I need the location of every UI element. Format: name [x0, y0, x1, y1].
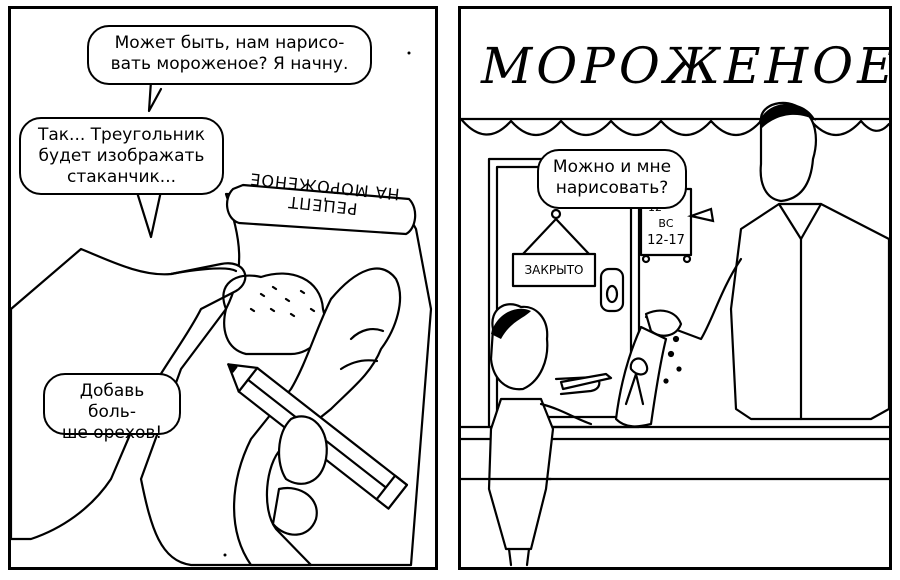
speech-bubble-right: Можно и мне нарисовать?	[537, 149, 687, 209]
store-sign: МОРОЖЕНОЕ	[481, 37, 892, 95]
man-figure	[644, 101, 889, 421]
speech-bubble-bottom: Добавь боль- ше орехов!	[43, 373, 181, 443]
closed-sign-text: ЗАКРЫТО	[524, 263, 584, 277]
boy-figure	[487, 303, 613, 567]
comic-panel-left: Может быть, нам нарисо- вать мороженое? …	[8, 6, 438, 570]
comic-panel-right: МОРОЖЕНОЕ Можно и мне нарисовать? ЗАКРЫТ…	[458, 6, 892, 570]
panel-left-illustration	[11, 51, 433, 567]
hours-value: 12-17	[647, 233, 685, 248]
ice-cream-drawing	[222, 272, 326, 356]
speech-bubble-top: Может быть, нам нарисо- вать мороженое? …	[87, 25, 372, 85]
ice-cream-drawing-held	[614, 325, 668, 428]
hours-day: ВС	[658, 217, 674, 230]
store-awning	[461, 117, 889, 136]
panel-right-illustration	[461, 101, 889, 567]
closed-sign	[511, 252, 597, 288]
speech-bubble-middle: Так... Треугольник будет изображать стак…	[19, 117, 224, 195]
